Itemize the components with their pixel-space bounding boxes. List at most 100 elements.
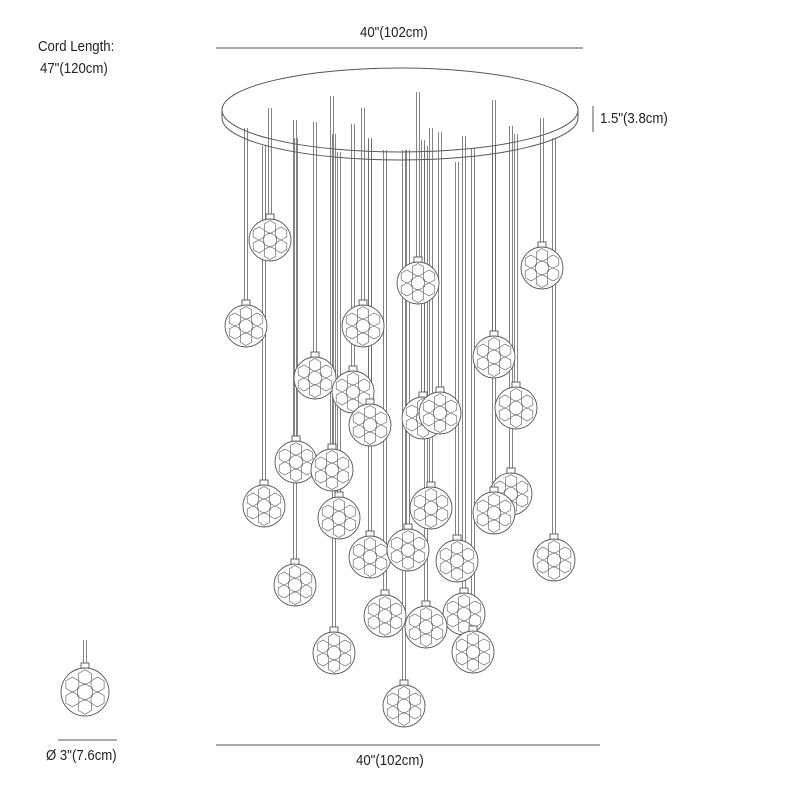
pendant-cord bbox=[492, 100, 496, 331]
pendant-cord bbox=[455, 162, 459, 535]
pendant-facets bbox=[297, 358, 333, 398]
pendant-facets bbox=[335, 372, 371, 412]
pendant-facets bbox=[498, 388, 534, 428]
pendant-globe bbox=[348, 403, 392, 447]
pendant-globe bbox=[242, 484, 286, 528]
pendant bbox=[409, 481, 453, 530]
pendant-globe bbox=[310, 448, 354, 492]
pendant-facets bbox=[314, 450, 350, 490]
pendant-globe bbox=[317, 496, 361, 540]
pendant-globe bbox=[396, 261, 440, 305]
pendant-globe bbox=[273, 563, 317, 607]
pendant-globe bbox=[312, 631, 356, 675]
pendant-facets bbox=[439, 541, 475, 581]
cord-length-title: Cord Length: bbox=[38, 38, 115, 55]
pendant-cord bbox=[540, 118, 544, 242]
pendant bbox=[331, 365, 375, 414]
pendant bbox=[451, 625, 495, 674]
pendant-facets bbox=[422, 393, 458, 433]
pendant-facets bbox=[455, 632, 491, 672]
pendant-globe bbox=[418, 391, 462, 435]
pendant-cord bbox=[438, 132, 442, 387]
pendant-facets bbox=[400, 263, 436, 303]
pendant-cord bbox=[337, 152, 341, 492]
pendant-facets bbox=[413, 488, 449, 528]
pendant-globe bbox=[532, 538, 576, 582]
pendant-facets bbox=[367, 596, 403, 636]
pendant-facets bbox=[246, 486, 282, 526]
pendant-globe bbox=[293, 356, 337, 400]
pendant-facets bbox=[386, 686, 422, 726]
pendant-facets bbox=[65, 669, 105, 715]
pendant-diameter-label: Ø 3"(7.6cm) bbox=[46, 747, 117, 764]
pendant-cord bbox=[83, 640, 87, 663]
pendant-globe bbox=[348, 535, 392, 579]
pendant bbox=[418, 386, 462, 435]
pendant bbox=[341, 299, 385, 348]
pendant bbox=[520, 241, 564, 290]
pendant-facets bbox=[316, 633, 352, 673]
pendant-cord bbox=[552, 138, 556, 534]
pendant bbox=[348, 530, 392, 579]
pendant bbox=[317, 491, 361, 540]
pendant-globe bbox=[520, 246, 564, 290]
pendant-globe bbox=[494, 386, 538, 430]
pendant-globe bbox=[341, 304, 385, 348]
canopy-top bbox=[221, 67, 579, 153]
pendant bbox=[435, 534, 479, 583]
pendant bbox=[293, 351, 337, 400]
pendant bbox=[224, 299, 268, 348]
pendant-cord bbox=[383, 150, 387, 590]
pendant-cord bbox=[368, 140, 372, 399]
pendant-detail bbox=[60, 662, 110, 717]
pendant-globe bbox=[60, 667, 110, 717]
pendant-cord bbox=[424, 146, 428, 601]
pendant-cord bbox=[313, 122, 317, 352]
pendant-facets bbox=[408, 607, 444, 647]
pendant-facets bbox=[446, 594, 482, 634]
pendant bbox=[494, 381, 538, 430]
pendant-globe bbox=[472, 335, 516, 379]
pendant-globe bbox=[224, 304, 268, 348]
pendant-facets bbox=[352, 537, 388, 577]
pendant-globe bbox=[435, 539, 479, 583]
pendant-facets bbox=[476, 493, 512, 533]
pendant-cord bbox=[514, 134, 518, 382]
pendant bbox=[248, 213, 292, 262]
pendant bbox=[310, 443, 354, 492]
pendant bbox=[396, 256, 440, 305]
pendant-cord bbox=[492, 146, 496, 487]
pendant bbox=[363, 589, 407, 638]
pendant-globe bbox=[248, 218, 292, 262]
pendant-cord bbox=[293, 120, 297, 559]
pendant-facets bbox=[476, 337, 512, 377]
pendant bbox=[274, 435, 318, 484]
pendant-cord bbox=[268, 108, 272, 214]
pendant-globe bbox=[451, 630, 495, 674]
pendant bbox=[404, 600, 448, 649]
pendant bbox=[472, 486, 516, 535]
pendant-facets bbox=[277, 565, 313, 605]
pendant-globe bbox=[386, 528, 430, 572]
pendant-cord bbox=[244, 128, 248, 300]
pendant-facets bbox=[390, 530, 426, 570]
pendant-globe bbox=[404, 605, 448, 649]
pendant bbox=[273, 558, 317, 607]
pendant-globe bbox=[472, 491, 516, 535]
cord-length-value: 47"(120cm) bbox=[40, 60, 108, 77]
pendant-globe bbox=[274, 440, 318, 484]
pendant-cord bbox=[294, 138, 298, 436]
pendant-globe bbox=[382, 684, 426, 728]
pendant bbox=[472, 330, 516, 379]
pendant-facets bbox=[252, 220, 288, 260]
pendant bbox=[386, 523, 430, 572]
pendant-facets bbox=[524, 248, 560, 288]
pendant-cord bbox=[462, 136, 466, 588]
pendant-facets bbox=[278, 442, 314, 482]
pendant-facets bbox=[536, 540, 572, 580]
pendant bbox=[532, 533, 576, 582]
pendant-facets bbox=[228, 306, 264, 346]
pendant-globe bbox=[442, 592, 486, 636]
pendant-cord bbox=[361, 108, 365, 300]
